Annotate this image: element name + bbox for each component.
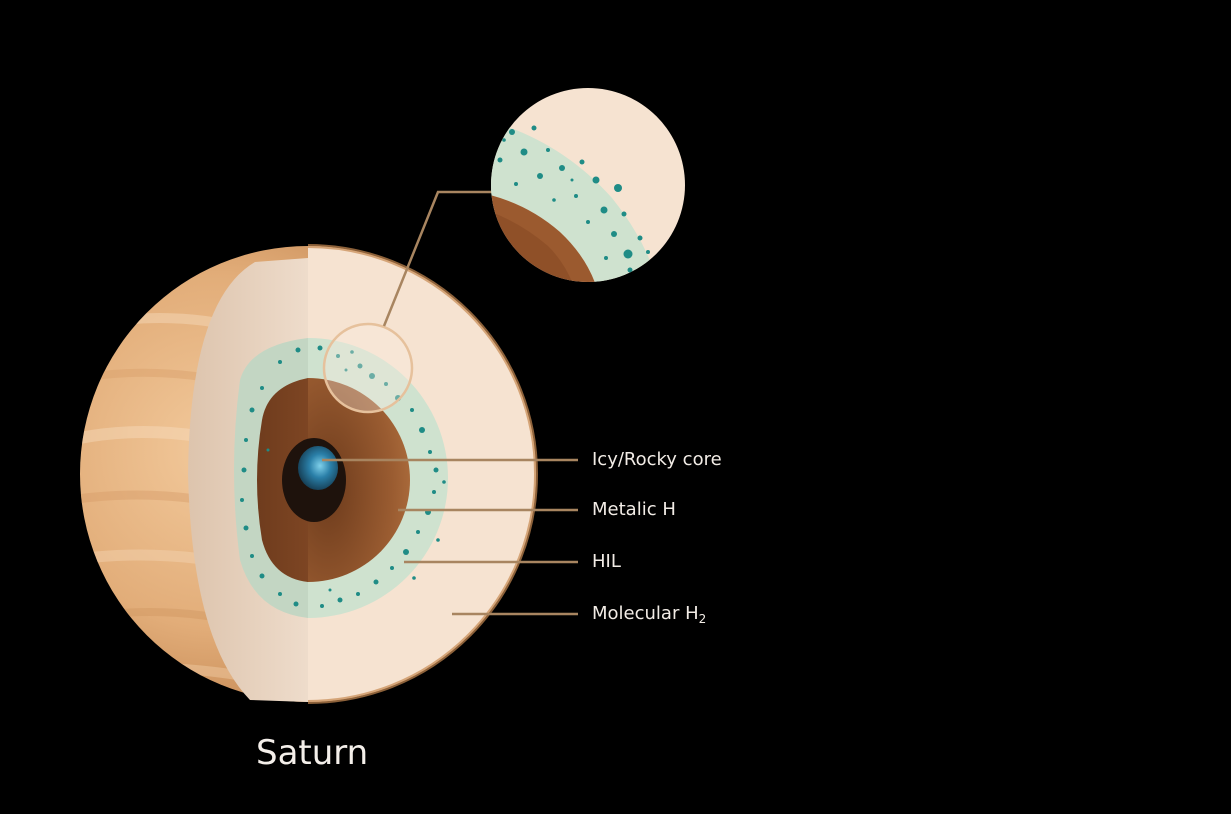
- label-molecular-h2: Molecular H2: [592, 605, 706, 623]
- label-core-text: Icy/Rocky core: [592, 449, 722, 470]
- zoom-inset: [486, 88, 685, 300]
- icy-rocky-core: [282, 438, 346, 522]
- label-hil-text: HIL: [592, 551, 621, 572]
- label-molecular-subscript: 2: [699, 612, 707, 626]
- page-title: Saturn: [256, 736, 368, 770]
- label-metallic-text: Metalic H: [592, 499, 676, 520]
- label-metallic-h: Metalic H: [592, 501, 676, 519]
- label-molecular-text: Molecular H: [592, 603, 699, 624]
- magnifier-ring: [324, 324, 412, 412]
- label-core: Icy/Rocky core: [592, 451, 722, 469]
- label-hil: HIL: [592, 553, 621, 571]
